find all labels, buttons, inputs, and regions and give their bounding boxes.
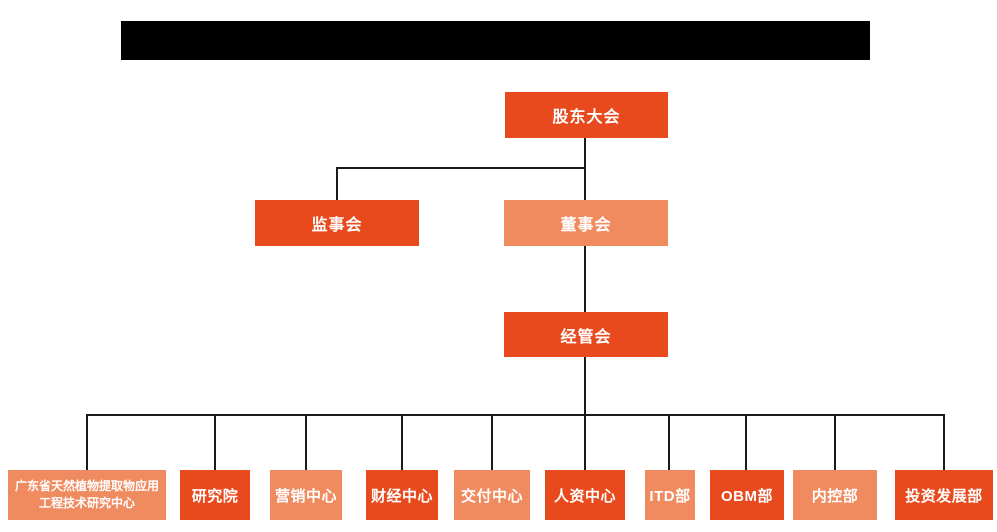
connector-drop-obm-department bbox=[745, 415, 747, 470]
connector-drop-research-institute bbox=[214, 415, 216, 470]
org-node-board-of-directors: 董事会 bbox=[504, 200, 668, 246]
connector-board-to-management bbox=[584, 246, 586, 312]
org-node-finance-center: 财经中心 bbox=[366, 470, 438, 520]
connector-drop-internal-control bbox=[834, 415, 836, 470]
org-node-obm-department: OBM部 bbox=[710, 470, 784, 520]
connector-drop-finance-center bbox=[401, 415, 403, 470]
org-node-shareholders-meeting: 股东大会 bbox=[505, 92, 668, 138]
org-node-gd-natural-plant-extract-research-center: 广东省天然植物提取物应用工程技术研究中心 bbox=[8, 470, 166, 520]
connector-management-down bbox=[584, 357, 586, 415]
connector-drop-marketing-center bbox=[305, 415, 307, 470]
connector-departments-horizontal bbox=[86, 414, 945, 416]
org-node-itd-department: ITD部 bbox=[645, 470, 695, 520]
org-node-internal-control-department: 内控部 bbox=[793, 470, 877, 520]
connector-drop-itd-department bbox=[668, 415, 670, 470]
connector-level2-horizontal bbox=[336, 167, 586, 169]
connector-drop-hr-center bbox=[584, 415, 586, 470]
redacted-title-bar bbox=[121, 21, 870, 60]
connector-drop-delivery-center bbox=[491, 415, 493, 470]
org-node-marketing-center: 营销中心 bbox=[270, 470, 342, 520]
connector-to-supervisory-board bbox=[336, 167, 338, 200]
org-node-research-institute: 研究院 bbox=[180, 470, 250, 520]
org-node-management-committee: 经管会 bbox=[504, 312, 668, 357]
connector-drop-research-center bbox=[86, 415, 88, 470]
org-node-investment-development-department: 投资发展部 bbox=[895, 470, 993, 520]
connector-drop-investment-development bbox=[943, 415, 945, 470]
org-node-supervisory-board: 监事会 bbox=[255, 200, 419, 246]
org-node-delivery-center: 交付中心 bbox=[454, 470, 530, 520]
org-node-hr-center: 人资中心 bbox=[545, 470, 625, 520]
connector-root-to-board bbox=[584, 138, 586, 200]
